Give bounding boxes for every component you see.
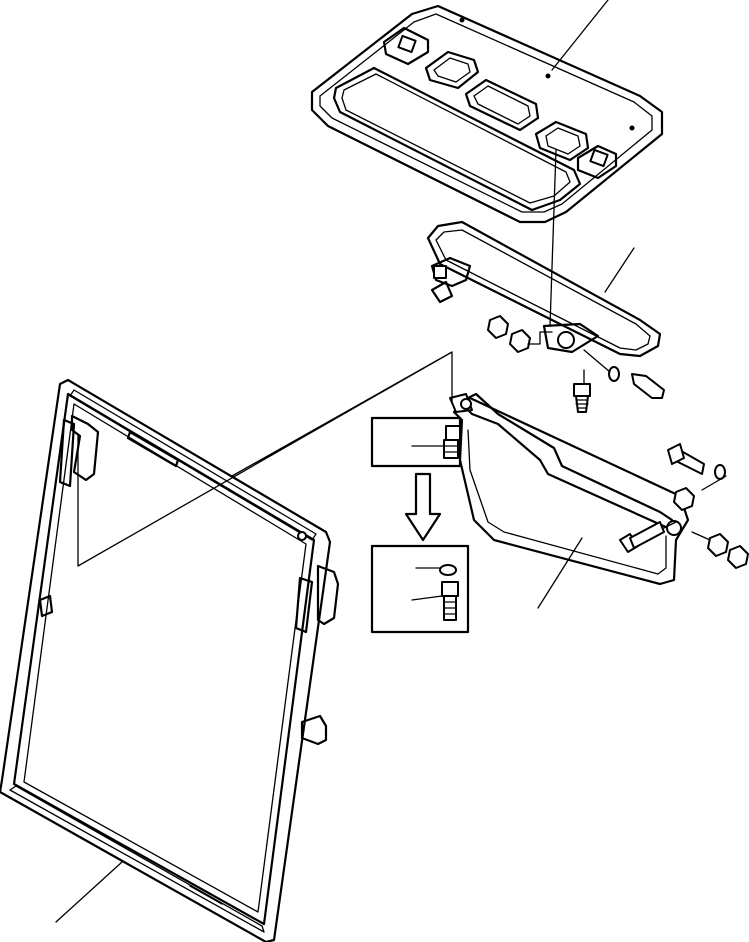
roof-panel (310, 4, 664, 224)
detail-transition-arrow (404, 472, 442, 542)
leader-washer (583, 349, 611, 373)
sun-visor (426, 220, 662, 358)
leader-bracket-nut (701, 475, 727, 491)
bracket-bolt-lower (619, 521, 665, 553)
leader-visor-bracket (537, 537, 583, 609)
visor-bracket (449, 392, 690, 586)
visor-screw (573, 383, 591, 413)
leader-bracket-nuts (691, 531, 711, 541)
leader-frame-to-bracket (77, 351, 453, 567)
leader-nuts (527, 331, 553, 345)
bracket-bolt-washer (667, 443, 726, 480)
window-frame (0, 378, 340, 942)
leader-bracket-bolt (663, 521, 677, 529)
bracket-nut-upper (673, 487, 695, 511)
leader-roof-to-visor (549, 149, 557, 327)
bolt-detail-after (370, 544, 470, 634)
leader-roof-panel (551, 0, 609, 71)
leader-sun-visor (604, 247, 635, 293)
visor-bolt-washer (608, 366, 665, 399)
leader-window-frame (55, 861, 123, 923)
bracket-nuts-right (707, 533, 749, 569)
bolt-detail-before (370, 416, 462, 468)
visor-nuts (487, 315, 531, 353)
